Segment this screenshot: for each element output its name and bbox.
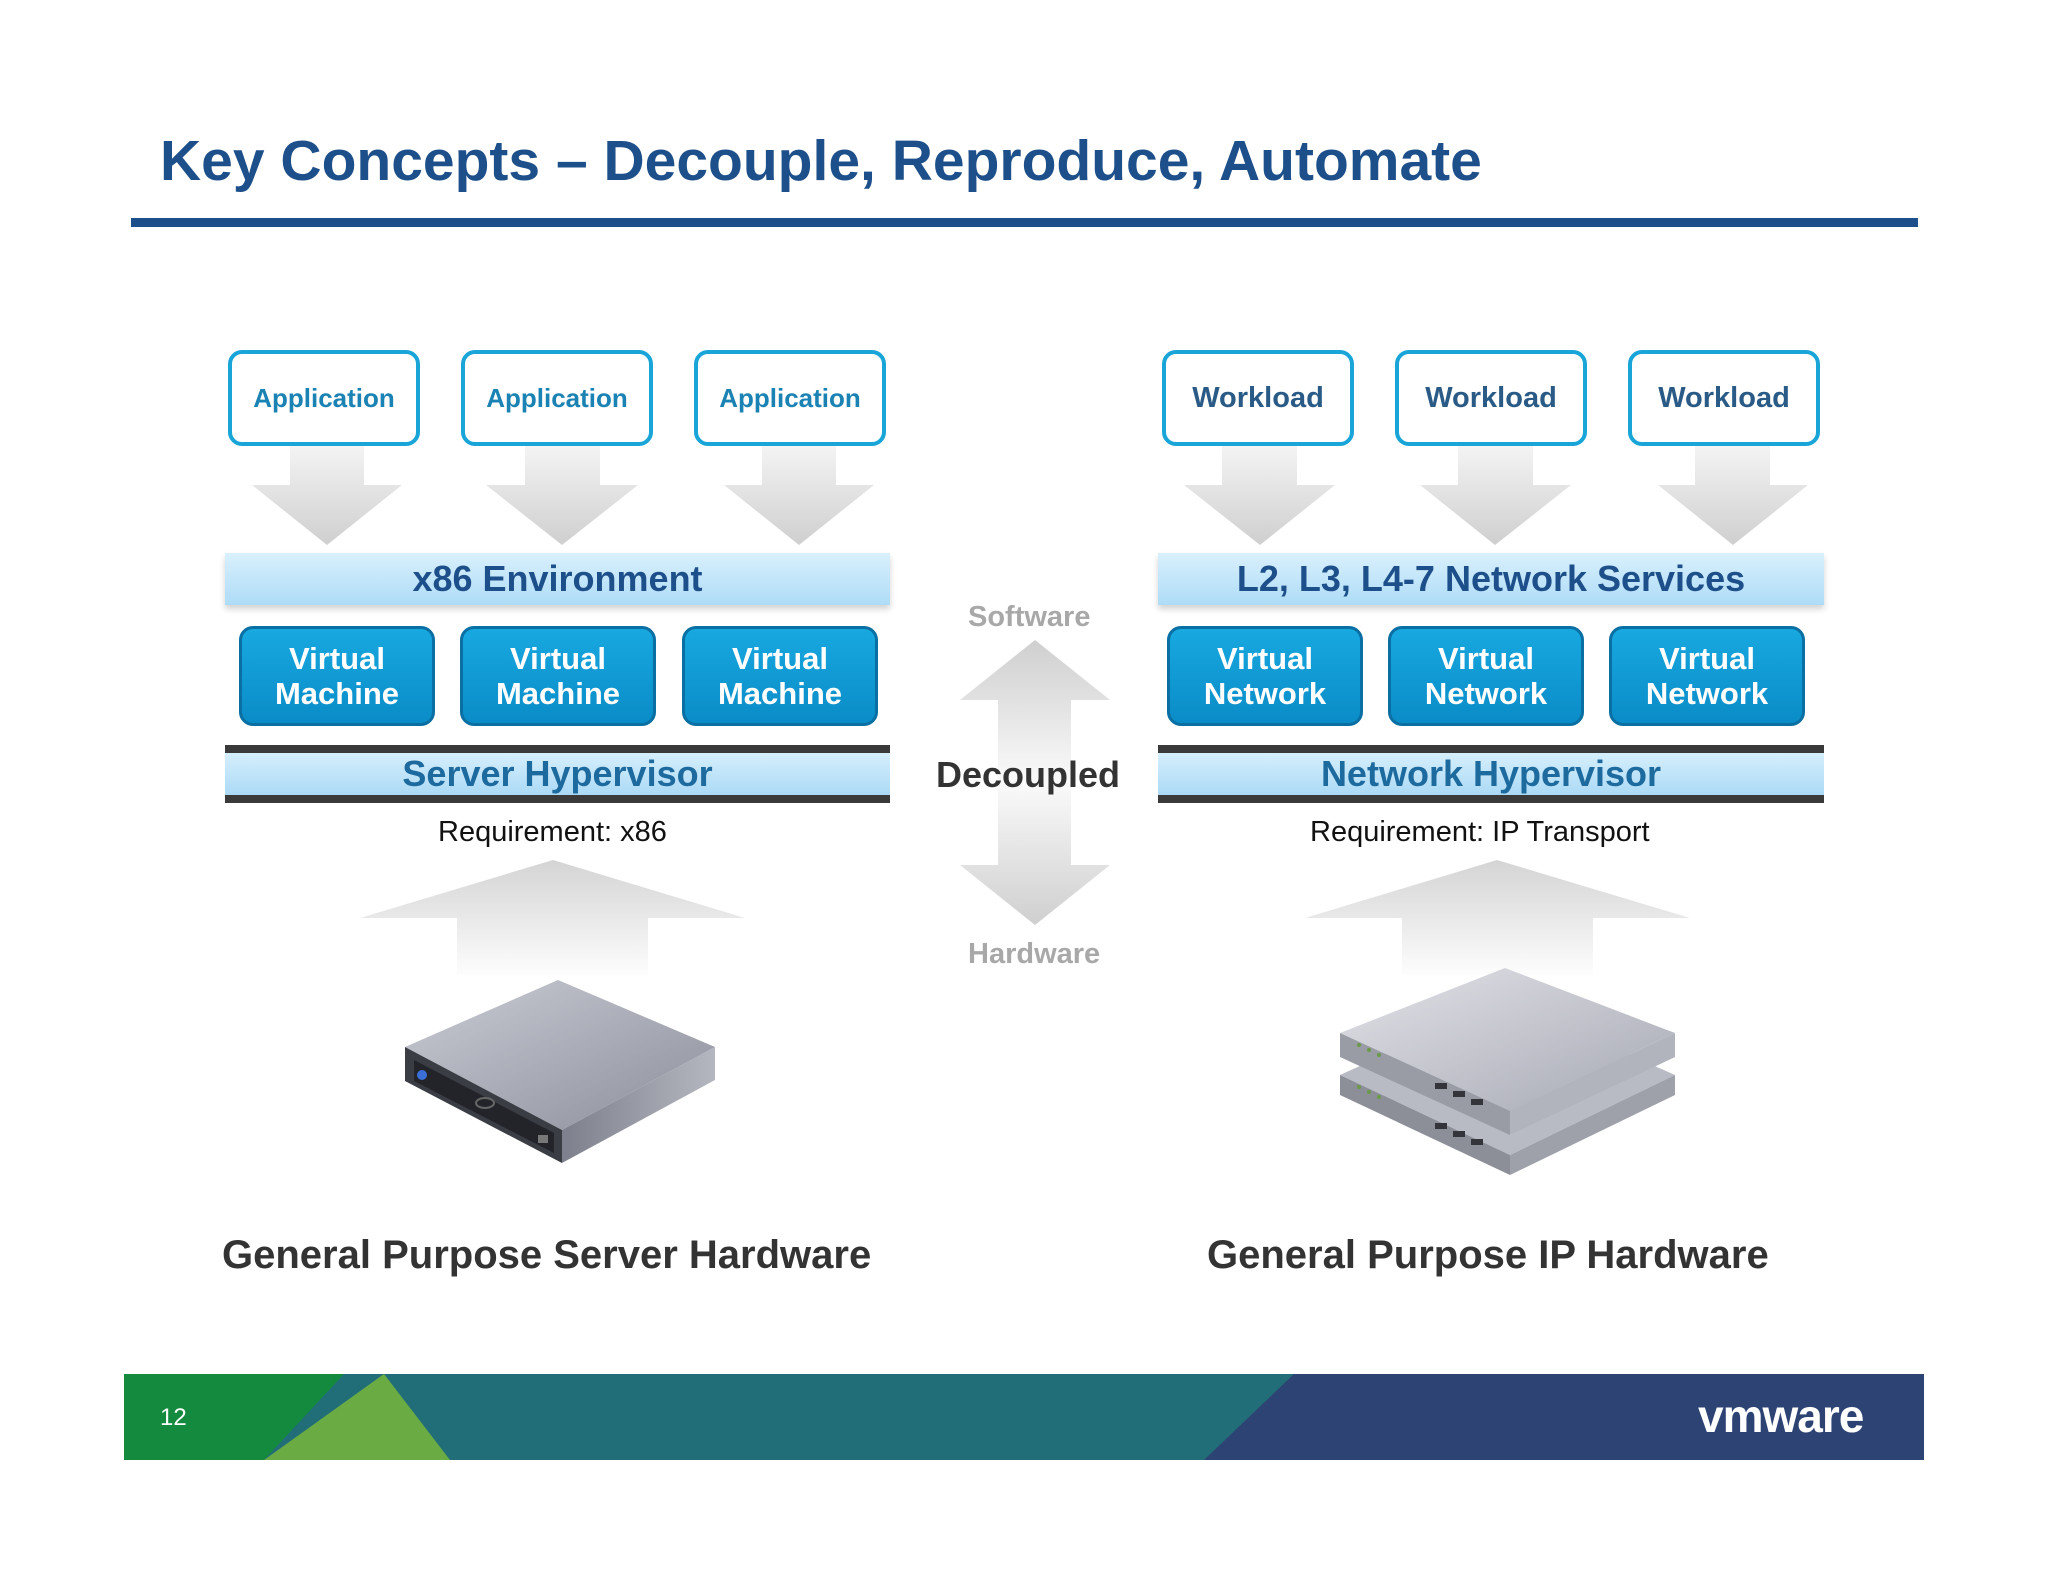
- up-arrow-icon: [360, 860, 745, 975]
- virtual-box-line1: Virtual: [1217, 641, 1313, 676]
- virtual-box-line1: Virtual: [510, 641, 606, 676]
- network-hypervisor-band: Network Hypervisor: [1158, 745, 1824, 803]
- down-arrow-icon: [1658, 445, 1808, 545]
- title-divider: [131, 218, 1918, 227]
- virtual-network-box: Virtual Network: [1609, 626, 1805, 726]
- page-number: 12: [160, 1404, 187, 1431]
- workload-box: Workload: [1395, 350, 1587, 446]
- virtual-box-line2: Machine: [495, 676, 621, 711]
- virtual-machine-box: Virtual Machine: [460, 626, 656, 726]
- virtual-box-line1: Virtual: [1659, 641, 1755, 676]
- logo-text: vmware: [1698, 1390, 1864, 1442]
- requirement-right: Requirement: IP Transport: [1310, 816, 1650, 848]
- workload-box: Workload: [1628, 350, 1820, 446]
- down-arrow-icon: [724, 445, 874, 545]
- virtual-network-box: Virtual Network: [1388, 626, 1584, 726]
- virtual-box-line2: Network: [1645, 676, 1769, 711]
- down-arrow-icon: [1420, 445, 1571, 545]
- hardware-label: Hardware: [968, 938, 1101, 970]
- server-hypervisor-band: Server Hypervisor: [225, 745, 890, 803]
- network-hardware-icon: [1340, 968, 1675, 1175]
- footer-banner: [124, 1374, 1924, 1460]
- virtual-box-line1: Virtual: [732, 641, 828, 676]
- server-hardware-icon: [405, 980, 715, 1163]
- virtual-machine-box: Virtual Machine: [239, 626, 435, 726]
- workload-box: Workload: [1162, 350, 1354, 446]
- requirement-left: Requirement: x86: [438, 816, 667, 848]
- virtual-box-line2: Machine: [717, 676, 843, 711]
- virtual-machine-box: Virtual Machine: [682, 626, 878, 726]
- slide-title: Key Concepts – Decouple, Reproduce, Auto…: [160, 129, 1482, 193]
- x86-environment-band: x86 Environment: [225, 553, 890, 605]
- virtual-box-line1: Virtual: [1438, 641, 1534, 676]
- application-box: Application: [228, 350, 420, 446]
- decoupled-label: Decoupled: [936, 754, 1121, 795]
- application-box: Application: [461, 350, 653, 446]
- virtual-box-line2: Network: [1424, 676, 1548, 711]
- up-arrow-icon: [1305, 860, 1690, 975]
- network-services-band: L2, L3, L4-7 Network Services: [1158, 553, 1824, 605]
- down-arrow-icon: [252, 445, 402, 545]
- ip-hardware-label: General Purpose IP Hardware: [1207, 1233, 1769, 1277]
- virtual-box-line1: Virtual: [289, 641, 385, 676]
- down-arrow-icon: [1184, 445, 1335, 545]
- virtual-box-line2: Machine: [274, 676, 400, 711]
- virtual-box-line2: Network: [1203, 676, 1327, 711]
- down-arrow-icon: [486, 445, 638, 545]
- double-arrow-icon: [960, 640, 1110, 925]
- vmware-logo: vmware: [1698, 1389, 1864, 1443]
- virtual-network-box: Virtual Network: [1167, 626, 1363, 726]
- server-hardware-label: General Purpose Server Hardware: [222, 1233, 872, 1277]
- application-box: Application: [694, 350, 886, 446]
- software-label: Software: [968, 601, 1091, 633]
